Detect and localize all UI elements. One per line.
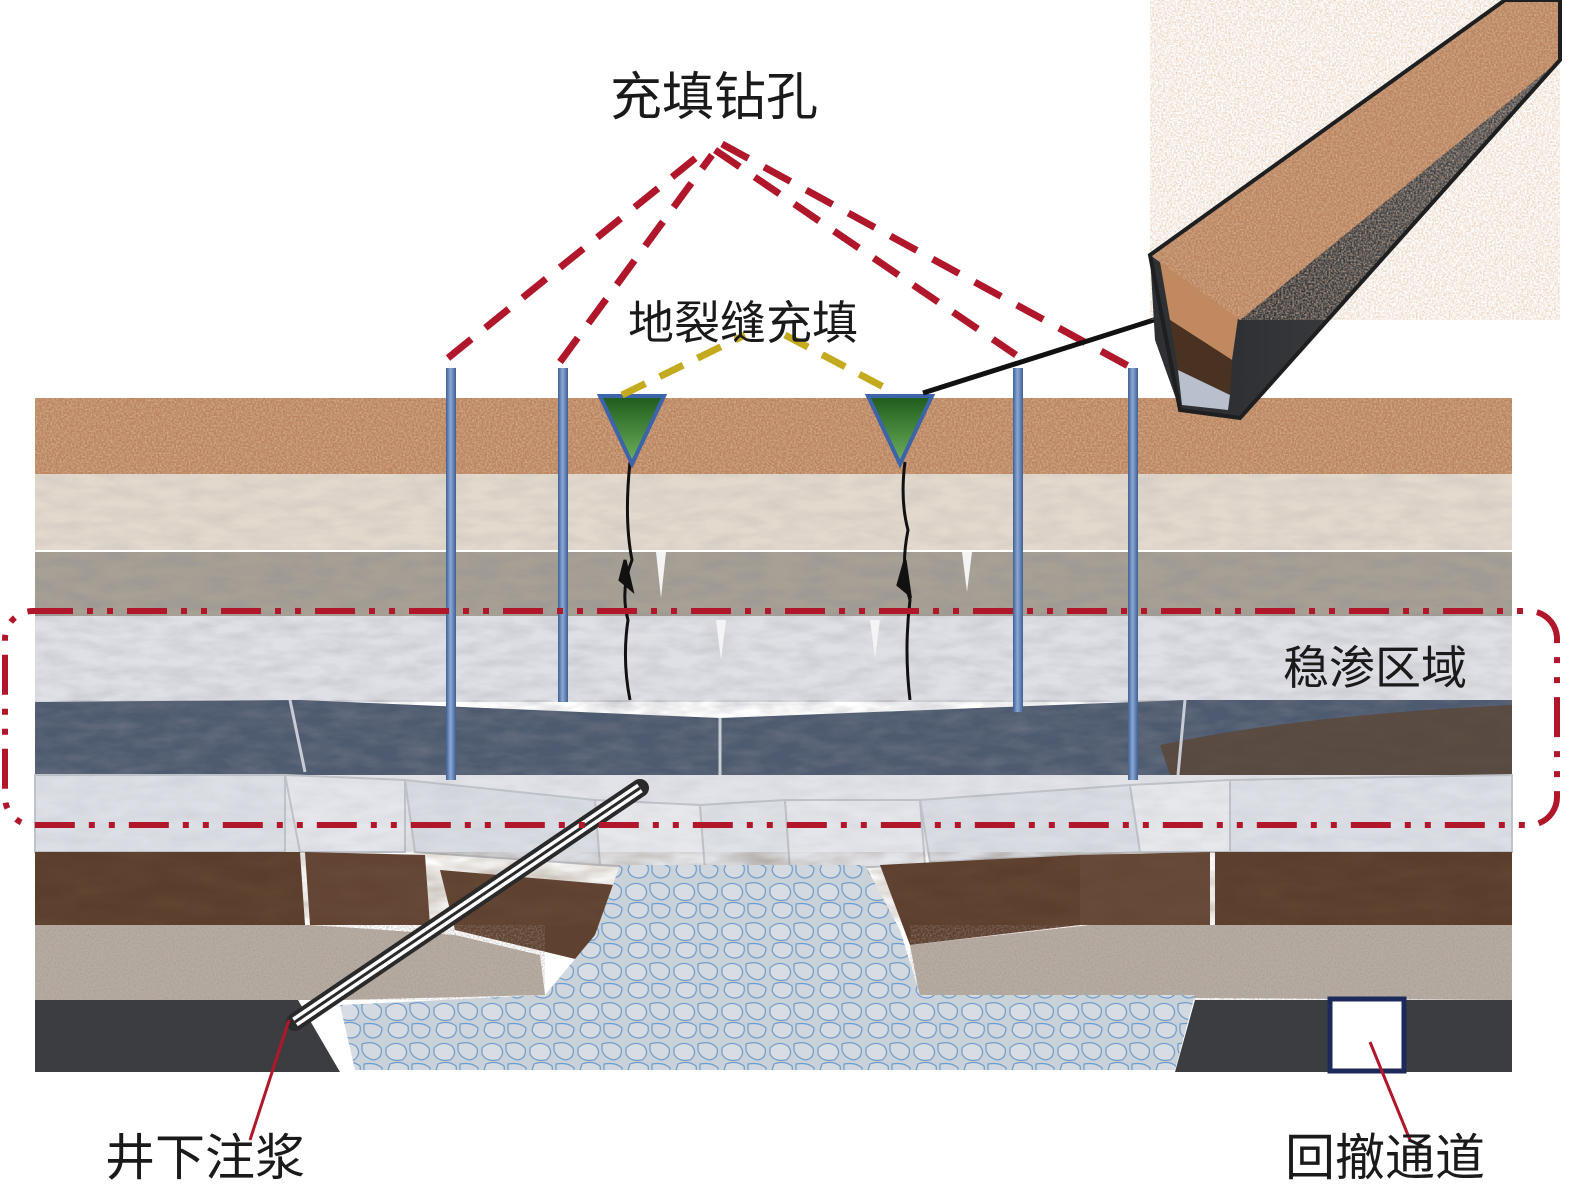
drill-pipe-2 xyxy=(558,368,568,702)
clay-layer xyxy=(35,474,1512,550)
topsoil-layer xyxy=(35,398,1512,474)
label-underground-grouting: 井下注浆 xyxy=(105,1133,305,1183)
drill-pipe-3 xyxy=(1013,368,1023,712)
retreat-channel-box xyxy=(1330,999,1404,1071)
label-ground-fissure-filling: 地裂缝充填 xyxy=(628,300,858,346)
mudstone-layer xyxy=(35,552,1512,616)
strata-layers xyxy=(35,398,1512,1072)
label-retreat-channel: 回撤通道 xyxy=(1285,1133,1485,1183)
label-filling-drill-holes: 充填钻孔 xyxy=(610,72,818,124)
fill-material-inset xyxy=(1150,0,1560,418)
drill-pipe-1 xyxy=(446,368,456,780)
drill-pipe-4 xyxy=(1128,368,1138,780)
shale-layer xyxy=(35,700,1512,786)
label-seepage-stabilization-zone: 稳渗区域 xyxy=(1283,645,1467,691)
inset-connector-line xyxy=(923,318,1160,393)
